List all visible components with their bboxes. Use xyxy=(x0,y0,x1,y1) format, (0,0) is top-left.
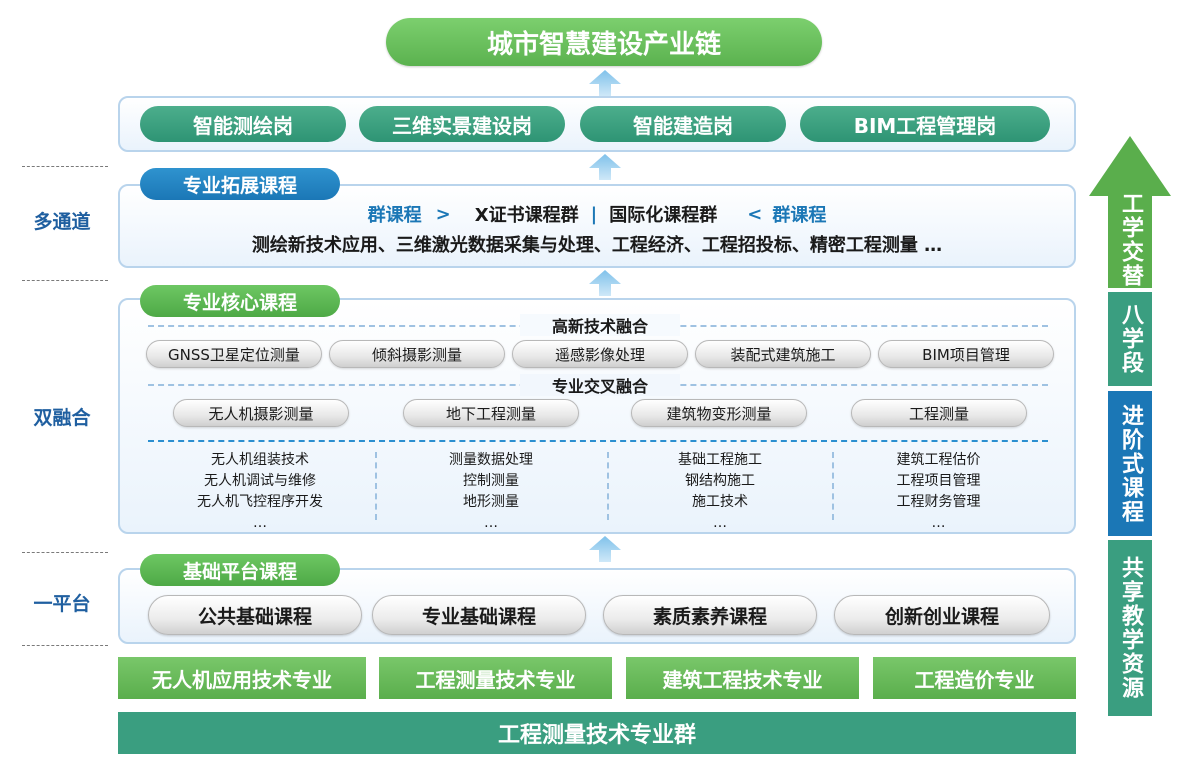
separator-line xyxy=(22,645,108,646)
dual-fusion-label: 双融合 xyxy=(33,406,91,429)
base-platform-tag: 基础平台课程 xyxy=(140,554,340,586)
multi-channel-label: 多通道 xyxy=(33,210,91,233)
core-courses-tag: 专业核心课程 xyxy=(140,285,340,317)
major-box: 无人机应用技术专业 xyxy=(118,657,366,699)
major-box: 工程测量技术专业 xyxy=(379,657,612,699)
side-segment: 八学段 xyxy=(1108,292,1152,386)
hightech-course-pill: BIM项目管理 xyxy=(878,340,1054,368)
separator-line xyxy=(22,552,108,553)
up-arrow-head-icon xyxy=(1089,136,1171,196)
course-column: 测量数据处理 控制测量 地形测量 … xyxy=(380,450,602,534)
single-platform-label: 一平台 xyxy=(33,592,91,615)
chevron-left-icon: < xyxy=(747,203,763,225)
up-arrow-icon xyxy=(589,70,621,96)
cross-course-pill: 工程测量 xyxy=(851,399,1027,427)
column-divider xyxy=(832,452,834,520)
cross-course-pill: 建筑物变形测量 xyxy=(631,399,807,427)
separator-line xyxy=(22,280,108,281)
base-course-pill: 创新创业课程 xyxy=(834,595,1050,635)
intl-course-group: 国际化课程群 xyxy=(609,205,718,226)
group-course-right: 群课程 xyxy=(772,205,827,226)
industry-chain-title: 城市智慧建设产业链 xyxy=(386,18,822,66)
course-item: … xyxy=(931,515,946,531)
divider-bar: | xyxy=(590,203,598,225)
position-pill: BIM工程管理岗 xyxy=(800,106,1050,142)
hightech-course-pill: 倾斜摄影测量 xyxy=(329,340,505,368)
hightech-course-pill: 遥感影像处理 xyxy=(512,340,688,368)
base-course-pill: 素质素养课程 xyxy=(603,595,817,635)
side-segment: 进阶式课程 xyxy=(1108,391,1152,536)
major-box: 工程造价专业 xyxy=(873,657,1076,699)
course-item: 测量数据处理 xyxy=(449,452,533,468)
major-box: 建筑工程技术专业 xyxy=(626,657,859,699)
separator-line xyxy=(22,166,108,167)
course-column: 无人机组装技术 无人机调试与维修 无人机飞控程序开发 … xyxy=(150,450,370,534)
side-segment: 工学交替 xyxy=(1108,192,1152,288)
chevron-right-icon: > xyxy=(435,203,451,225)
hightech-fusion-title: 高新技术融合 xyxy=(520,314,680,336)
up-arrow-icon xyxy=(589,154,621,180)
hightech-course-pill: 装配式建筑施工 xyxy=(695,340,871,368)
hightech-course-pill: GNSS卫星定位测量 xyxy=(146,340,322,368)
course-item: 无人机调试与维修 xyxy=(204,473,316,489)
course-item: 基础工程施工 xyxy=(678,452,762,468)
course-item: 建筑工程估价 xyxy=(896,452,981,468)
base-course-pill: 专业基础课程 xyxy=(372,595,586,635)
course-column: 建筑工程估价 工程项目管理 工程财务管理 … xyxy=(836,450,1041,534)
course-item: … xyxy=(253,515,267,531)
up-arrow-icon xyxy=(589,536,621,562)
up-arrow-icon xyxy=(589,270,621,296)
column-divider xyxy=(375,452,377,520)
course-item: 无人机飞控程序开发 xyxy=(197,494,323,510)
position-pill: 智能测绘岗 xyxy=(140,106,346,142)
extension-courses-tag: 专业拓展课程 xyxy=(140,168,340,200)
extension-row-1: 群课程 > X证书课程群 | 国际化课程群 < 群课程 xyxy=(118,201,1076,227)
cross-fusion-title: 专业交叉融合 xyxy=(520,374,680,396)
course-item: 施工技术 xyxy=(692,494,748,510)
major-group-bar: 工程测量技术专业群 xyxy=(118,712,1076,754)
course-item: 控制测量 xyxy=(463,473,519,489)
side-segment: 共享教学资源 xyxy=(1108,540,1152,716)
position-pill: 三维实景建设岗 xyxy=(359,106,565,142)
course-item: 工程财务管理 xyxy=(896,494,981,510)
course-item: 钢结构施工 xyxy=(685,473,755,489)
dashed-divider xyxy=(148,440,1048,442)
cross-course-pill: 无人机摄影测量 xyxy=(173,399,349,427)
course-item: … xyxy=(484,515,498,531)
course-item: 无人机组装技术 xyxy=(211,452,309,468)
course-column: 基础工程施工 钢结构施工 施工技术 … xyxy=(610,450,830,534)
course-item: 地形测量 xyxy=(463,494,519,510)
position-pill: 智能建造岗 xyxy=(580,106,786,142)
base-course-pill: 公共基础课程 xyxy=(148,595,362,635)
course-item: 工程项目管理 xyxy=(896,473,981,489)
course-item: … xyxy=(713,515,727,531)
extension-course-list: 测绘新技术应用、三维激光数据采集与处理、工程经济、工程招投标、精密工程测量 … xyxy=(251,235,943,256)
cross-course-pill: 地下工程测量 xyxy=(403,399,579,427)
x-cert-course-group: X证书课程群 xyxy=(474,205,579,226)
group-course-left: 群课程 xyxy=(367,205,422,226)
column-divider xyxy=(607,452,609,520)
